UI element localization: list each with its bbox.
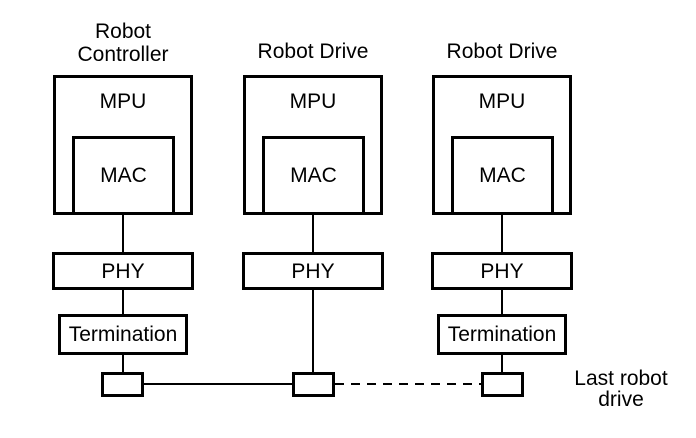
note-line2: drive	[598, 388, 644, 411]
mac-label: MAC	[100, 164, 147, 187]
termination-box-3: Termination	[437, 314, 567, 355]
column-title-line1: Robot Drive	[257, 40, 369, 63]
mac-label: MAC	[479, 164, 526, 187]
termination-connector-link-1	[122, 353, 124, 374]
termination-box-1: Termination	[58, 314, 188, 355]
phy-termination-link-3	[501, 288, 503, 316]
termination-label: Termination	[68, 323, 178, 346]
column-title-line2: Controller	[77, 43, 169, 66]
column-title-line1: Robot Drive	[446, 40, 558, 63]
termination-label: Termination	[447, 323, 557, 346]
phy-box-1: PHY	[52, 252, 194, 290]
phy-label: PHY	[480, 259, 524, 283]
bus-line-dashed	[335, 383, 482, 385]
phy-termination-link-1	[122, 288, 124, 316]
mac-phy-link-1	[122, 213, 124, 255]
bus-connector-2	[292, 372, 335, 397]
phy-label: PHY	[291, 259, 335, 283]
bus-line-solid	[144, 383, 294, 385]
mpu-label: MPU	[99, 90, 147, 113]
column-title-robot-drive-2: Robot Drive	[432, 40, 572, 63]
note-line1: Last robot	[574, 367, 668, 390]
phy-connector-link-2	[312, 288, 314, 374]
mac-phy-link-3	[501, 213, 503, 255]
column-title-line1: Robot	[94, 20, 152, 43]
mpu-label: MPU	[478, 90, 526, 113]
termination-connector-link-3	[501, 353, 503, 374]
mac-box-3: MAC	[451, 136, 554, 215]
mac-box-2: MAC	[262, 136, 365, 215]
bus-connector-3	[481, 372, 524, 397]
mac-label: MAC	[290, 164, 337, 187]
mpu-label: MPU	[289, 90, 337, 113]
mac-box-1: MAC	[72, 136, 175, 215]
phy-box-2: PHY	[242, 252, 384, 290]
mac-phy-link-2	[312, 213, 314, 255]
phy-label: PHY	[101, 259, 145, 283]
bus-connector-1	[101, 372, 144, 397]
phy-box-3: PHY	[431, 252, 573, 290]
column-title-robot-drive-1: Robot Drive	[243, 40, 383, 63]
column-title-robot-controller: Robot Controller	[53, 20, 193, 66]
last-robot-drive-note: Last robot drive	[563, 368, 679, 410]
